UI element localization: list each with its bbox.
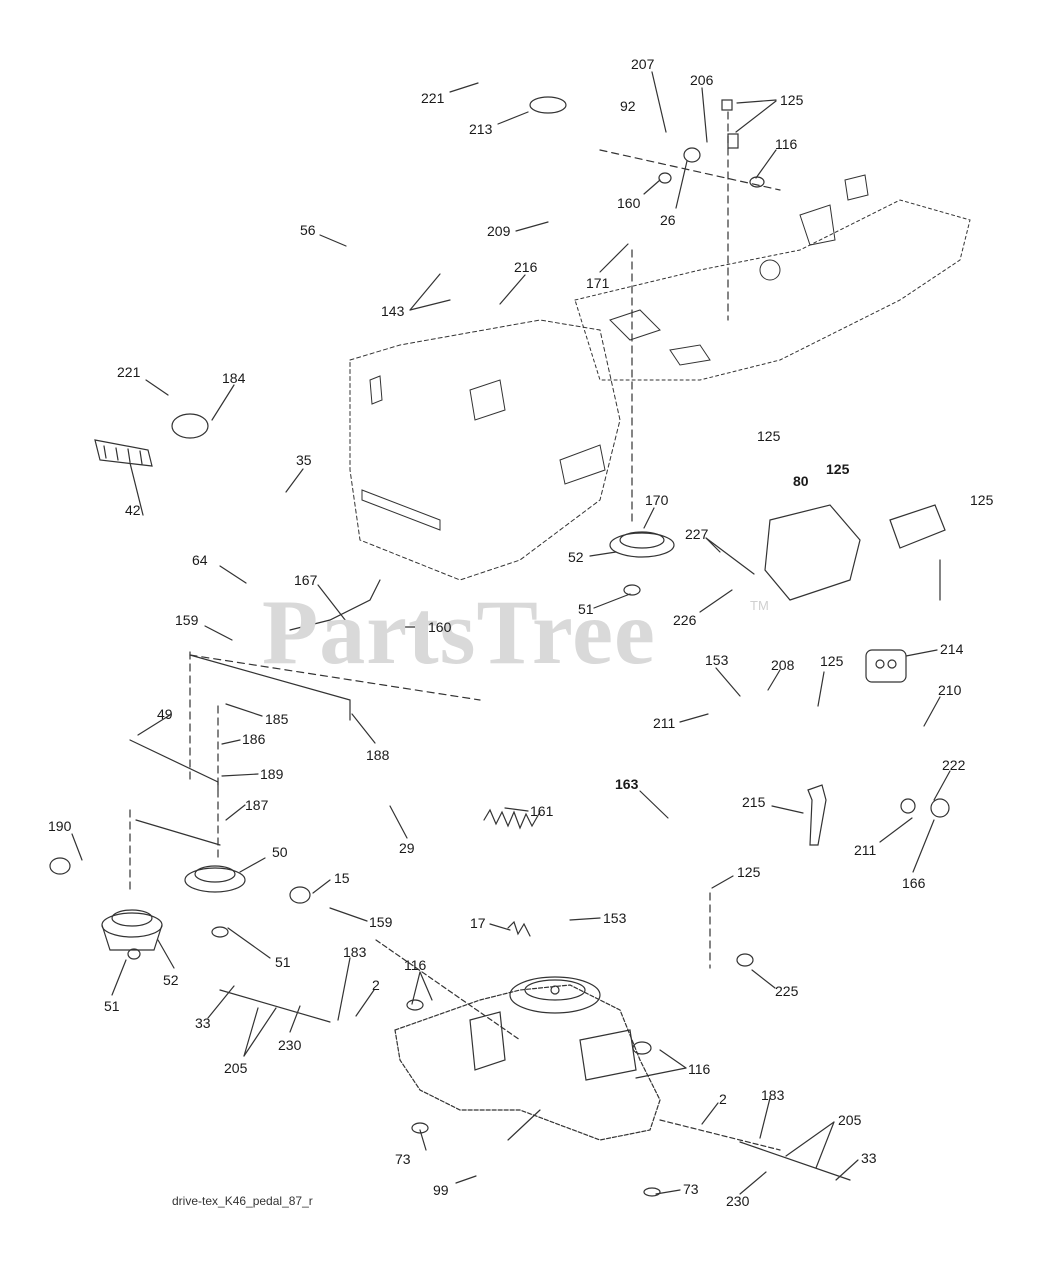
part-label-51[interactable]: 51 (578, 601, 594, 617)
part-label-207[interactable]: 207 (631, 56, 655, 72)
part-label-64[interactable]: 64 (192, 552, 208, 568)
engine-block (349, 319, 621, 581)
part-label-227[interactable]: 227 (685, 526, 709, 542)
part-label-190[interactable]: 190 (48, 818, 72, 834)
part-label-209[interactable]: 209 (487, 223, 511, 239)
part-label-33[interactable]: 33 (195, 1015, 211, 1031)
part-label-205[interactable]: 205 (838, 1112, 862, 1128)
part-label-230[interactable]: 230 (278, 1037, 302, 1053)
pedal-bracket-80 (764, 504, 946, 601)
diagram-code: drive-tex_K46_pedal_87_r (172, 1194, 313, 1208)
part-label-216[interactable]: 216 (514, 259, 538, 275)
part-label-35[interactable]: 35 (296, 452, 312, 468)
leader-lines (71, 71, 951, 1195)
part-label-221[interactable]: 221 (117, 364, 141, 380)
part-label-51[interactable]: 51 (104, 998, 120, 1014)
linkage-rods (129, 579, 851, 1181)
part-label-183[interactable]: 183 (343, 944, 367, 960)
knob-214 (865, 649, 907, 683)
pulleys (101, 531, 675, 951)
part-label-230[interactable]: 230 (726, 1193, 750, 1209)
part-label-49[interactable]: 49 (157, 706, 173, 722)
part-label-159[interactable]: 159 (175, 612, 199, 628)
part-label-167[interactable]: 167 (294, 572, 318, 588)
part-label-73[interactable]: 73 (395, 1151, 411, 1167)
part-label-226[interactable]: 226 (673, 612, 697, 628)
part-label-143[interactable]: 143 (381, 303, 405, 319)
part-label-205[interactable]: 205 (224, 1060, 248, 1076)
part-label-153[interactable]: 153 (603, 910, 627, 926)
part-label-125[interactable]: 125 (826, 461, 850, 477)
part-label-52[interactable]: 52 (568, 549, 584, 565)
part-label-51[interactable]: 51 (275, 954, 291, 970)
part-label-73[interactable]: 73 (683, 1181, 699, 1197)
part-label-15[interactable]: 15 (334, 870, 350, 886)
part-label-185[interactable]: 185 (265, 711, 289, 727)
part-label-125[interactable]: 125 (780, 92, 804, 108)
part-label-29[interactable]: 29 (399, 840, 415, 856)
partstree-watermark: PartsTree (262, 581, 656, 683)
part-label-116[interactable]: 116 (775, 136, 798, 152)
part-label-187[interactable]: 187 (245, 797, 269, 813)
part-label-160[interactable]: 160 (617, 195, 641, 211)
part-label-125[interactable]: 125 (737, 864, 761, 880)
part-label-92[interactable]: 92 (620, 98, 636, 114)
part-label-99[interactable]: 99 (433, 1182, 449, 1198)
part-label-184[interactable]: 184 (222, 370, 246, 386)
part-label-2[interactable]: 2 (719, 1091, 727, 1107)
part-label-125[interactable]: 125 (820, 653, 844, 669)
part-label-17[interactable]: 17 (470, 915, 486, 931)
part-label-214[interactable]: 214 (940, 641, 964, 657)
part-label-56[interactable]: 56 (300, 222, 316, 238)
part-label-80[interactable]: 80 (793, 473, 809, 489)
part-label-189[interactable]: 189 (260, 766, 284, 782)
part-label-166[interactable]: 166 (902, 875, 926, 891)
part-label-42[interactable]: 42 (125, 502, 141, 518)
part-label-183[interactable]: 183 (761, 1087, 785, 1103)
part-label-213[interactable]: 213 (469, 121, 493, 137)
part-label-160[interactable]: 160 (428, 619, 452, 635)
part-label-50[interactable]: 50 (272, 844, 288, 860)
part-label-163[interactable]: 163 (615, 776, 639, 792)
part-label-159[interactable]: 159 (369, 914, 393, 930)
watermark-trademark: TM (750, 598, 769, 613)
part-label-116[interactable]: 116 (404, 957, 427, 973)
part-label-215[interactable]: 215 (742, 794, 766, 810)
part-label-116[interactable]: 116 (688, 1061, 711, 1077)
fasteners (49, 96, 950, 1197)
part-label-186[interactable]: 186 (242, 731, 266, 747)
grip-42 (94, 439, 153, 467)
part-label-153[interactable]: 153 (705, 652, 729, 668)
part-label-125[interactable]: 125 (757, 428, 781, 444)
frame-chassis (574, 174, 971, 381)
part-label-161[interactable]: 161 (530, 803, 554, 819)
part-label-208[interactable]: 208 (771, 657, 795, 673)
part-label-211[interactable]: 211 (854, 842, 877, 858)
transaxle-1 (394, 976, 661, 1141)
part-label-2[interactable]: 2 (372, 977, 380, 993)
lever-215 (807, 784, 827, 846)
assembly-axes (129, 111, 781, 969)
part-label-221[interactable]: 221 (421, 90, 445, 106)
spring-17 (507, 920, 531, 937)
part-label-206[interactable]: 206 (690, 72, 714, 88)
part-label-225[interactable]: 225 (775, 983, 799, 999)
part-label-125[interactable]: 125 (970, 492, 994, 508)
part-label-211[interactable]: 211 (653, 715, 676, 731)
part-label-26[interactable]: 26 (660, 212, 676, 228)
part-label-210[interactable]: 210 (938, 682, 962, 698)
part-label-52[interactable]: 52 (163, 972, 179, 988)
part-label-170[interactable]: 170 (645, 492, 669, 508)
part-label-171[interactable]: 171 (586, 275, 610, 291)
part-label-188[interactable]: 188 (366, 747, 390, 763)
spring-161 (483, 808, 541, 830)
part-label-33[interactable]: 33 (861, 1150, 877, 1166)
part-label-222[interactable]: 222 (942, 757, 966, 773)
